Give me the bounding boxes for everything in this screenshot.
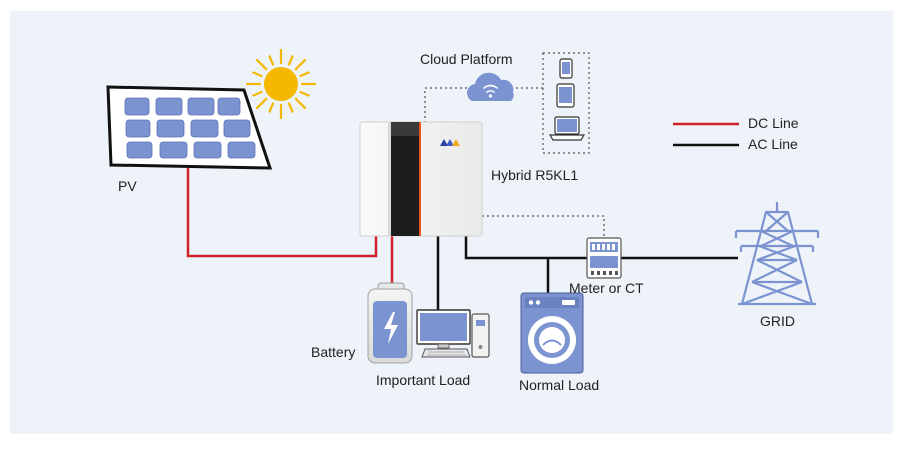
meter-icon — [586, 237, 622, 279]
sun-ray — [287, 55, 294, 66]
meter-label: Meter or CT — [569, 280, 644, 296]
phone-icon — [559, 58, 573, 79]
sun-ray — [294, 97, 307, 110]
sun-ray — [252, 71, 263, 78]
inverter-to-grid-line — [464, 236, 738, 260]
battery-label: Battery — [311, 344, 355, 360]
legend-dc-label: DC Line — [748, 115, 799, 131]
solar-panel-icon — [106, 85, 273, 170]
monitoring-devices — [542, 52, 590, 154]
legend: DC Line AC Line — [673, 115, 799, 152]
sun-ray — [299, 90, 310, 97]
legend-ac-label: AC Line — [748, 136, 798, 152]
ac-lines — [436, 236, 738, 312]
grid-label: GRID — [760, 313, 795, 329]
important-load-label: Important Load — [376, 372, 470, 388]
normal-load-label: Normal Load — [519, 377, 599, 393]
inverter-logo-icon — [440, 139, 460, 146]
washing-machine-icon — [520, 292, 584, 374]
inverter-to-cloud-line — [424, 87, 470, 123]
comm-lines — [424, 87, 605, 238]
tablet-icon — [556, 83, 575, 108]
inverter-to-meter-line — [482, 215, 605, 238]
battery-icon — [367, 282, 413, 364]
sun-ray — [287, 102, 294, 113]
sun-ray — [268, 102, 275, 113]
pylon-icon — [734, 202, 820, 306]
pv-label: PV — [118, 178, 137, 194]
sun-icon — [245, 48, 317, 120]
desktop-computer-icon — [416, 309, 490, 358]
sun-ray — [252, 90, 263, 97]
cloud-wifi-icon — [467, 72, 514, 101]
cloud-label: Cloud Platform — [420, 51, 513, 67]
laptop-icon — [548, 116, 586, 141]
sun-ray — [255, 58, 268, 71]
devices-box — [542, 52, 590, 154]
sun-ray — [255, 97, 268, 110]
sun-ray — [294, 58, 307, 71]
sun-ray — [299, 71, 310, 78]
inverter-label: Hybrid R5KL1 — [491, 167, 578, 183]
sun-ray — [268, 55, 275, 66]
inverter-icon — [359, 121, 483, 237]
pv-to-inverter-line — [186, 168, 378, 258]
